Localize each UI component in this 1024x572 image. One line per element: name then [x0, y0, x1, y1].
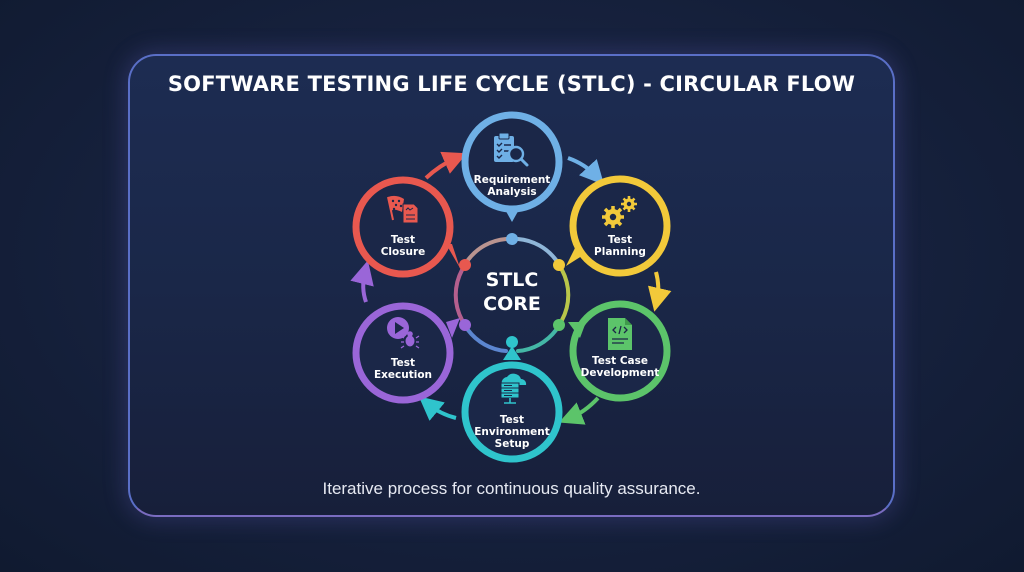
flag-report-icon: [387, 195, 419, 224]
stage-label-line: Execution: [373, 369, 433, 381]
arrow-environment-to-execution: [418, 396, 457, 421]
stage-label-line: Test: [607, 234, 633, 246]
stage-label-line: Closure: [380, 246, 426, 258]
arrow-planning-to-testcase: [648, 271, 672, 312]
stage-test-execution: [352, 302, 460, 404]
core-dot-requirement: [506, 233, 518, 245]
arrow-closure-to-requirement: [424, 151, 467, 180]
play-bug-icon: [387, 317, 420, 349]
stage-label-line: Development: [580, 367, 660, 379]
arrow-testcase-to-environment: [558, 396, 600, 425]
flow-arrows: [350, 151, 672, 425]
stage-label-test-planning: Test Planning: [565, 234, 675, 258]
stage-test-closure: [352, 176, 460, 278]
stage-label-test-execution: Test Execution: [348, 357, 458, 381]
stage-label-test-environment-setup: Test Environment Setup: [457, 414, 567, 450]
core-dot-execution: [459, 319, 471, 331]
stage-test-planning: [566, 175, 671, 277]
stage-label-requirement-analysis: Requirement Analysis: [457, 174, 567, 198]
core-ring: [453, 233, 571, 353]
stage-test-case-development: [568, 300, 671, 402]
core-dot-planning: [553, 259, 565, 271]
page-title: SOFTWARE TESTING LIFE CYCLE (STLC) - CIR…: [167, 72, 856, 96]
stage-label-line: Test: [390, 234, 416, 246]
core-dot-closure: [459, 259, 471, 271]
stage-label-line: Test: [499, 414, 525, 426]
stage-test-environment-setup: [461, 346, 563, 463]
code-document-icon: [608, 318, 632, 350]
stage-label-test-closure: Test Closure: [348, 234, 458, 258]
stage-label-line: Requirement: [473, 174, 551, 186]
gears-icon: [602, 196, 637, 228]
stage-label-line: Planning: [594, 246, 646, 258]
core-label: STLC CORE: [462, 268, 562, 316]
core-label-line1: STLC: [485, 269, 539, 291]
stage-requirement-analysis: [461, 111, 563, 222]
stage-label-line: Test: [390, 357, 416, 369]
core-dot-environment: [506, 336, 518, 348]
caption: Iterative process for continuous quality…: [322, 479, 701, 498]
cloud-server-icon: [500, 373, 527, 404]
core-label-line2: CORE: [483, 293, 541, 315]
stage-label-line: Analysis: [487, 186, 537, 198]
stage-label-line: Setup: [494, 438, 530, 450]
stage-label-test-case-development: Test Case Development: [565, 355, 675, 379]
stage-label-line: Test Case: [592, 355, 648, 367]
arrow-requirement-to-planning: [567, 156, 605, 185]
core-dot-testcase: [553, 319, 565, 331]
clipboard-search-icon: [494, 132, 529, 167]
stage-label-line: Environment: [474, 426, 550, 438]
arrow-execution-to-closure: [350, 260, 374, 303]
